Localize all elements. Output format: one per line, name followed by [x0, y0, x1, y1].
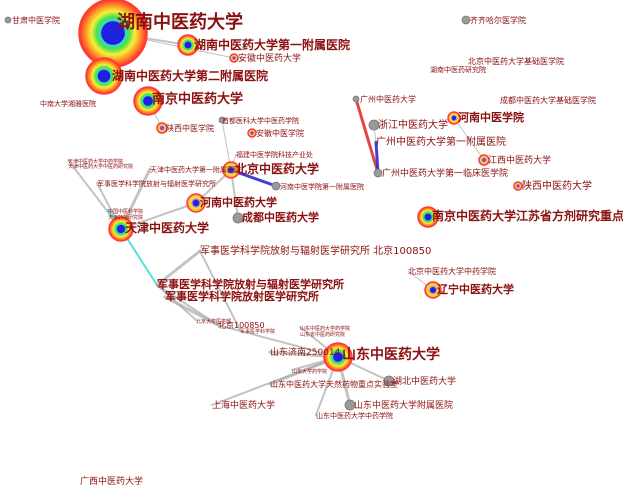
node-core-beijingzy [228, 167, 234, 173]
node-jiangxi[interactable] [478, 154, 490, 166]
label-gzzy: 广州中医药大学 [360, 94, 416, 104]
label-tianjinfy: 天津中医药大学第一附属医院 [150, 165, 241, 174]
node-anhuiyxy[interactable] [247, 128, 257, 138]
node-gansu[interactable] [4, 16, 12, 24]
label-jiangxi: 江西中医药大学 [488, 154, 551, 166]
node-shaanxizy[interactable] [513, 181, 523, 191]
edge-junshi3-t8 [156, 284, 197, 321]
label-anhuiyxy: 安徽中医学院 [256, 128, 304, 138]
node-core-hunan1 [184, 41, 192, 49]
label-henanfy: 河南中医学院第一附属医院 [280, 182, 364, 191]
node-sdfy[interactable] [344, 399, 356, 411]
edge-gzzy-gzlc [354, 97, 380, 175]
node-henanfy[interactable] [271, 181, 281, 191]
node-core-shandong [333, 352, 343, 362]
label-cdzyjc: 成都中医药大学基础医学院 [500, 95, 596, 105]
node-core-henanzyxy [451, 115, 457, 121]
label-bjzyzy: 北京中医药大学中药学院 [408, 266, 496, 276]
label-xiangya: 中南大学湘雅医院 [40, 99, 96, 108]
label-beijingzy: 北京中医药大学 [235, 161, 319, 176]
label-qiqihar: 齐齐哈尔医学院 [470, 15, 526, 25]
label-henanzy: 河南中医药大学 [200, 195, 277, 209]
label-nanjing: 南京中医药大学 [152, 91, 243, 107]
label-junshi4: 军事医学科学院放射医学研究所 [165, 289, 319, 303]
label-gzfy: 广州中医药大学第一附属医院 [376, 135, 506, 148]
edge-jiangxi-henanzyxy [453, 117, 485, 161]
label-shanghai: 上海中医药大学 [212, 399, 275, 411]
label-t4: 天津药物研究院 [108, 214, 143, 221]
label-sdfy: 山东中医药大学附属医院 [354, 399, 453, 411]
node-core-njfj [424, 213, 432, 221]
label-t2: 天津中医药大学中医药研究院 [68, 163, 133, 170]
label-t3: 中国中医科学院 [108, 208, 143, 215]
label-henanzyxy: 河南中医学院 [458, 110, 524, 124]
edge-junshi4-bj100850 [163, 295, 220, 327]
node-core-tianjin [116, 224, 126, 234]
label-guangxi: 广西中医药大学 [80, 475, 143, 487]
label-chengduzy: 成都中医药大学 [242, 210, 319, 224]
label-fujian: 福建中医学院科技产业处 [236, 150, 313, 159]
label-shaanxi: 陕西中医学院 [166, 123, 214, 133]
label-hubei: 湖北中医药大学 [393, 375, 456, 387]
edge-gzfy-gzlc [374, 140, 380, 175]
label-gzlc: 广州中医药大学第一临床医学院 [382, 167, 508, 179]
edge-tianjin-henanzy [120, 202, 197, 230]
label-junshi3: 军事医学科学院放射与辐射医学研究所 [157, 277, 344, 291]
label-shoudu: 首都医科大学中医药学院 [222, 116, 299, 125]
label-t7: 山东大学药学院 [292, 368, 327, 375]
node-zhejiang[interactable] [368, 119, 380, 131]
node-gzzy[interactable] [352, 95, 360, 103]
label-t1: 天津中医药大学中药学院 [68, 158, 123, 165]
label-junshi2: 军事医学科学院放射与辐射医学研究所 北京100850 [200, 244, 431, 257]
edge-shandong-shanghai [211, 356, 339, 406]
label-tianjin: 天津中医药大学 [125, 220, 209, 235]
label-hunanyyy: 湖南中医药研究院 [430, 65, 486, 74]
label-njfj: 南京中医药大学江苏省方剂研究重点实验室 [432, 208, 623, 223]
node-chengduzy[interactable] [232, 212, 244, 224]
edge-junshi2-t9 [199, 250, 241, 331]
label-gansu: 甘肃中医学院 [12, 15, 60, 25]
label-bjzyjc: 北京中医药大学基础医学院 [468, 56, 564, 66]
node-core-henanzy [192, 199, 200, 207]
label-junshi1: 军事医学科学院放射与辐射医学研究所 [97, 179, 216, 188]
edge-junshi2-junshi3 [155, 249, 202, 287]
node-anhui[interactable] [229, 53, 239, 63]
label-bj100850: 北京100850 [218, 320, 265, 330]
label-t6: 山东省中医药研究院 [300, 331, 345, 338]
label-shandong: 山东中医药大学 [342, 346, 440, 363]
label-hunan: 湖南中医药大学 [117, 11, 243, 33]
node-core-hunan [101, 21, 125, 45]
nodes-layer [4, 0, 523, 411]
label-t9: 军事医学科学院 [240, 328, 275, 335]
node-shoudu[interactable] [218, 116, 226, 124]
label-hunan2: 湖南中医药大学第二附属医院 [112, 68, 268, 83]
label-anhui: 安徽中医药大学 [238, 52, 301, 64]
node-shaanxi[interactable] [156, 122, 168, 134]
label-sdzyxy: 山东中医药大学中药学院 [316, 411, 393, 420]
node-gzlc[interactable] [373, 168, 383, 178]
node-core-hunan2 [97, 69, 111, 83]
node-qiqihar[interactable] [461, 15, 471, 25]
node-core-nanjing [143, 96, 153, 106]
edge-bj100850-shandong [217, 324, 339, 358]
label-hunan1: 湖南中医药大学第一附属医院 [194, 37, 350, 52]
node-hubei[interactable] [383, 375, 395, 387]
label-shaanxizy: 陕西中医药大学 [522, 179, 592, 192]
label-liaoning: 辽宁中医药大学 [437, 282, 514, 296]
label-t8: 北京大学医学部 [196, 318, 231, 325]
label-jinan: 山东济南250014 [270, 346, 341, 358]
label-t5: 山东中医药大学药学院 [300, 325, 350, 332]
label-zhejiang: 浙江中医药大学 [378, 118, 448, 131]
label-sdtrp: 山东中医药大学天然药物重点实验室 [270, 379, 398, 389]
node-core-liaoning [430, 287, 436, 293]
